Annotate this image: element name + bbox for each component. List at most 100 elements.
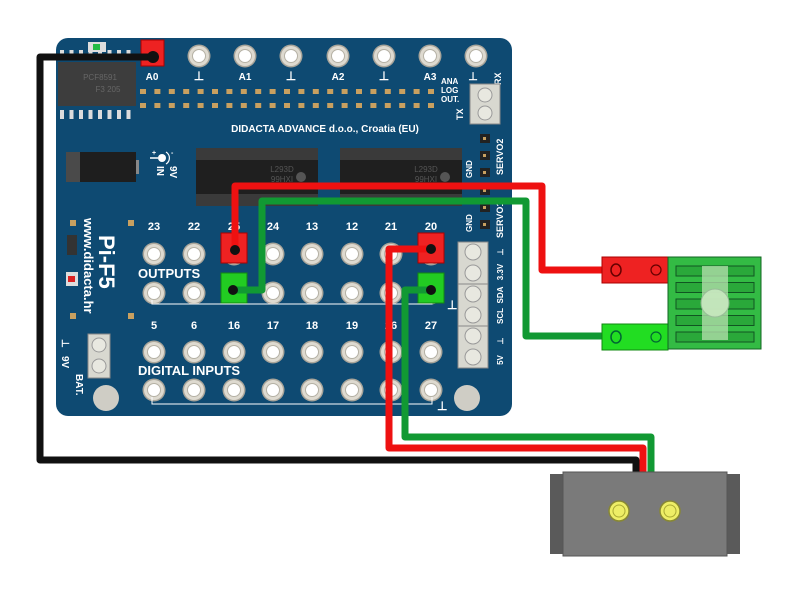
output-socket[interactable]	[142, 281, 166, 305]
input-socket[interactable]	[300, 340, 324, 364]
chip-2-code: 99HXI	[415, 175, 437, 184]
battery-ground-label: ⊥	[59, 339, 70, 348]
power-jack[interactable]	[66, 152, 139, 182]
sensor-module[interactable]	[550, 471, 740, 557]
proto-pad	[370, 89, 377, 94]
input-socket[interactable]	[142, 378, 166, 402]
i2c-label: 3.3V	[496, 263, 505, 280]
input-socket[interactable]	[182, 340, 206, 364]
input-socket[interactable]	[222, 378, 246, 402]
motor-module[interactable]	[601, 256, 762, 351]
polarity-icon: + -	[150, 150, 174, 165]
wire-red-20	[385, 245, 647, 476]
resistor	[67, 235, 77, 255]
output-socket[interactable]	[340, 242, 364, 266]
inputs-ground-label: ⊥	[437, 399, 447, 413]
input-socket[interactable]	[340, 378, 364, 402]
proto-pad	[168, 89, 175, 94]
outputs-ground-label: ⊥	[447, 298, 457, 312]
analog-socket[interactable]	[279, 44, 303, 68]
proto-pad	[384, 103, 391, 108]
output-socket[interactable]	[340, 281, 364, 305]
input-socket[interactable]	[300, 378, 324, 402]
analog-socket[interactable]	[418, 44, 442, 68]
proto-pad	[226, 103, 233, 108]
output-socket[interactable]	[142, 242, 166, 266]
proto-pad	[298, 103, 305, 108]
i2c-terminal[interactable]	[457, 241, 489, 369]
analog-socket[interactable]	[464, 44, 488, 68]
proto-pad	[399, 89, 406, 94]
proto-pad	[298, 89, 305, 94]
analog-socket[interactable]	[326, 44, 350, 68]
analog-socket[interactable]	[372, 44, 396, 68]
chip-pin	[60, 110, 64, 119]
output-pin-label: 20	[425, 221, 437, 233]
terminal-screw[interactable]	[464, 243, 482, 261]
proto-pad	[226, 89, 233, 94]
i2c-label: SCL	[496, 308, 505, 324]
input-socket[interactable]	[419, 378, 443, 402]
output-socket[interactable]	[261, 281, 285, 305]
manufacturer-label: DIDACTA ADVANCE d.o.o., Croatia (EU)	[231, 124, 419, 135]
proto-pad	[370, 103, 377, 108]
tx-label: TX	[455, 108, 465, 120]
output-socket[interactable]	[261, 242, 285, 266]
input-socket[interactable]	[142, 340, 166, 364]
board-name: Pi-F5	[94, 235, 119, 289]
output-socket[interactable]	[300, 242, 324, 266]
servo-headers[interactable]	[480, 134, 490, 229]
motor-red-terminal[interactable]	[601, 256, 669, 284]
terminal-screw[interactable]	[464, 306, 482, 324]
proto-pad	[413, 89, 420, 94]
proto-pad	[197, 89, 204, 94]
chip-pin	[98, 110, 102, 119]
proto-pad	[183, 103, 190, 108]
input-socket[interactable]	[261, 340, 285, 364]
proto-pad	[255, 89, 262, 94]
svg-text:-: -	[171, 150, 174, 157]
servo2-gnd-label: GND	[465, 160, 474, 178]
power-led-light	[68, 276, 75, 282]
proto-pad	[327, 89, 334, 94]
smd-pad	[128, 220, 134, 226]
proto-pad	[284, 89, 290, 94]
mounting-hole	[454, 385, 480, 411]
input-socket[interactable]	[419, 340, 443, 364]
output-pin-label: 21	[385, 221, 397, 233]
wire-red-25	[231, 182, 610, 274]
output-socket[interactable]	[182, 281, 206, 305]
battery-terminal[interactable]	[87, 333, 111, 379]
input-socket[interactable]	[222, 340, 246, 364]
proto-pad	[154, 89, 161, 94]
digital-inputs-label: DIGITAL INPUTS	[138, 363, 240, 378]
output-socket[interactable]	[182, 242, 206, 266]
motor-green-terminal[interactable]	[601, 323, 669, 351]
svg-text:+: +	[152, 150, 156, 157]
input-socket[interactable]	[182, 378, 206, 402]
wire-black-a0-end	[147, 51, 159, 63]
terminal-screw[interactable]	[464, 285, 482, 303]
analog-out-label-3: OUT.	[441, 95, 459, 104]
proto-pad	[240, 89, 247, 94]
input-socket[interactable]	[340, 340, 364, 364]
terminal-screw[interactable]	[464, 264, 482, 282]
proto-pad	[356, 89, 362, 94]
chip-1-label: L293D	[270, 165, 294, 174]
proto-pad	[327, 103, 334, 108]
analog-socket[interactable]	[233, 44, 257, 68]
terminal-screw[interactable]	[464, 348, 482, 366]
proto-pad	[428, 103, 434, 108]
analog-socket[interactable]	[187, 44, 211, 68]
output-socket[interactable]	[300, 281, 324, 305]
battery-label: BAT.	[73, 374, 84, 396]
output-pin-label: 23	[148, 221, 160, 233]
rx-tx-terminal[interactable]	[469, 83, 501, 125]
chip-pin	[79, 110, 83, 119]
motor-driver-chip-2: L293D 99HXI	[340, 148, 462, 206]
terminal-screw[interactable]	[464, 327, 482, 345]
input-socket[interactable]	[261, 378, 285, 402]
battery-voltage-label: 9V	[59, 356, 70, 369]
proto-pad	[168, 103, 175, 108]
i2c-label: ⊥	[496, 248, 505, 255]
